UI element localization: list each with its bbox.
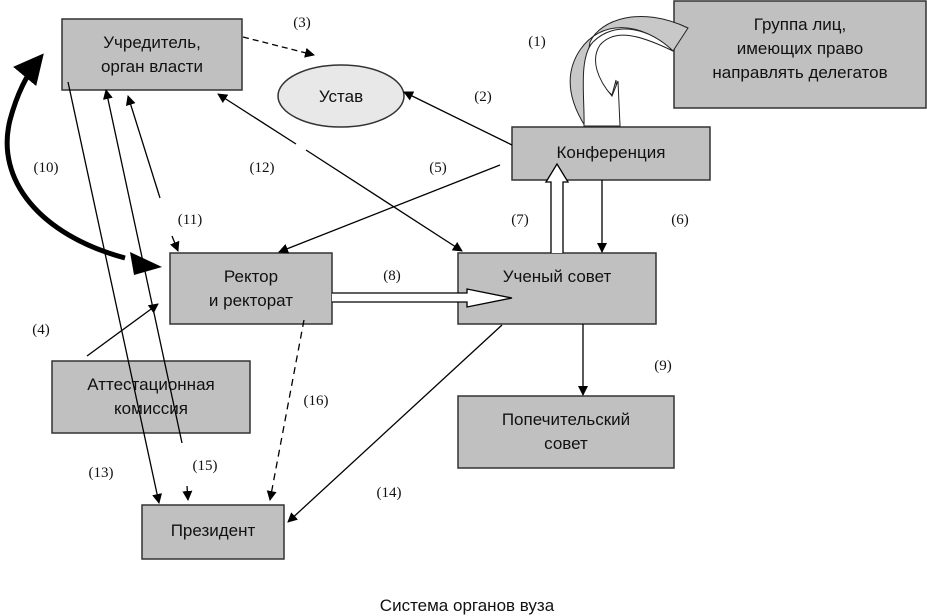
node-founder-line-2: орган власти (101, 57, 203, 76)
edge-15 (103, 89, 183, 444)
node-conference: Конференция (511, 126, 711, 181)
edge-5 (278, 164, 501, 254)
edge-label-7: (7) (511, 212, 529, 228)
node-conference-label: Конференция (557, 143, 666, 162)
edge-13 (67, 81, 162, 504)
edge-11 (125, 95, 161, 199)
edge-label-3: (3) (293, 15, 311, 31)
node-president-label: Президент (171, 521, 256, 540)
edge-label-4: (4) (32, 322, 50, 338)
edge-label-13: (13) (89, 465, 114, 481)
node-founder: Учредитель, орган власти (61, 18, 243, 91)
edge-label-16: (16) (304, 393, 329, 409)
node-charter-label: Устав (319, 87, 363, 106)
edge-label-11: (11) (178, 212, 202, 228)
edge-10 (4, 53, 126, 261)
node-delegates-group: Группа лиц, имеющих право направлять дел… (673, 0, 927, 109)
node-trustees: Попечительский совет (457, 395, 675, 469)
edge-label-1: (1) (528, 34, 546, 50)
node-rector: Ректор и ректорат (169, 252, 333, 325)
edge-4 (86, 303, 159, 357)
edge-2 (403, 91, 513, 146)
node-delegates-line-3: направлять делегатов (712, 63, 887, 82)
edge-16 (266, 319, 305, 501)
node-delegates-line-1: Группа лиц, (754, 15, 846, 34)
edge-label-10: (10) (34, 160, 59, 176)
edge-label-12: (12) (250, 160, 275, 176)
node-trustees-line-2: совет (544, 434, 588, 453)
edge-15-to-president (182, 485, 193, 501)
edge-8 (332, 288, 513, 308)
edge-14 (287, 324, 503, 523)
node-charter: Устав (277, 64, 405, 128)
edge-label-14: (14) (377, 485, 402, 501)
edge-label-9: (9) (654, 358, 672, 374)
edge-3 (242, 36, 315, 58)
node-attestation-line-1: Аттестационная (87, 375, 214, 394)
edge-10-arrowhead-rector (130, 252, 162, 275)
edge-12-b (305, 149, 463, 252)
node-founder-line-1: Учредитель, (103, 33, 201, 52)
edge-7 (544, 162, 570, 253)
node-trustees-line-1: Попечительский (502, 410, 630, 429)
node-attestation-line-2: комиссия (114, 399, 188, 418)
edge-label-5: (5) (429, 160, 447, 176)
edge-label-6: (6) (671, 212, 689, 228)
node-academic-council: Ученый совет (457, 252, 657, 325)
node-academic-council-label: Ученый совет (503, 267, 612, 286)
edge-label-2: (2) (474, 89, 492, 105)
edge-11-to-rector (170, 235, 180, 252)
node-president: Президент (141, 504, 285, 560)
edge-label-15: (15) (193, 458, 218, 474)
edge-12-a (217, 93, 297, 145)
node-rector-line-2: и ректорат (209, 291, 293, 310)
node-attestation: Аттестационная комиссия (51, 360, 251, 434)
edge-1-arrow-body (582, 28, 674, 127)
diagram-caption: Система органов вуза (380, 596, 555, 615)
node-delegates-line-2: имеющих право (737, 39, 864, 58)
node-rector-line-1: Ректор (224, 267, 278, 286)
edge-label-8: (8) (383, 268, 401, 284)
